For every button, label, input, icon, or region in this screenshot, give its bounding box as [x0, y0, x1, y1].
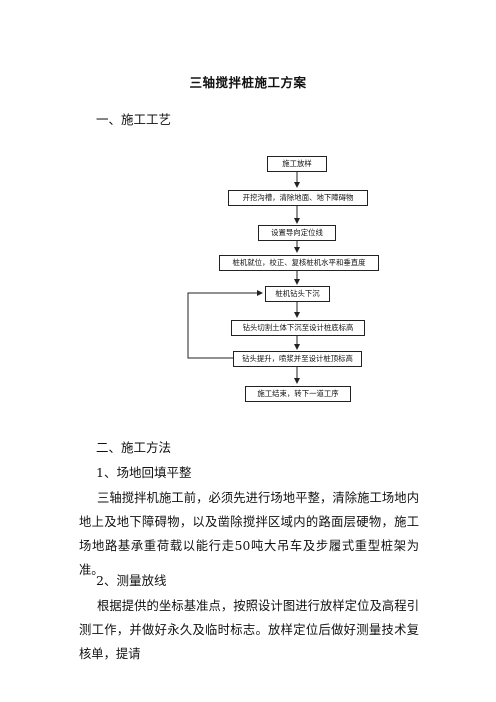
section-heading-process: 一、施工工艺 — [96, 112, 172, 127]
flow-step-1: 施工放样 — [267, 156, 327, 172]
paragraph-survey: 根据提供的坐标基准点，按照设计图进行放样定位及高程引测工作，并做好永久及临时标志… — [79, 599, 419, 661]
loop-back-arrow — [187, 290, 263, 359]
subheading-survey: 2、测量放线 — [96, 573, 167, 588]
subheading-site-leveling: 1、场地回填平整 — [96, 465, 192, 480]
flow-step-2: 开挖沟槽，清除地面、地下障碍物 — [228, 190, 368, 206]
flow-step-6: 钻头切割土体下沉至设计桩底标高 — [231, 320, 365, 336]
flow-step-5: 桩机钻头下沉 — [265, 286, 330, 302]
flow-step-4: 桩机就位，校正、复核桩机水平和垂直度 — [219, 255, 379, 271]
flow-step-3: 设置导向定位线 — [258, 225, 336, 241]
flow-step-8: 施工结束，转下一道工序 — [245, 386, 351, 402]
section-heading-method: 二、施工方法 — [96, 440, 172, 455]
document-title: 三轴搅拌桩施工方案 — [189, 75, 307, 90]
flow-step-7: 钻头提升，喷浆并至设计桩顶标高 — [233, 351, 362, 367]
paragraph-site-leveling: 三轴搅拌机施工前，必须先进行场地平整，清除施工场地内地上及地下障碍物，以及凿除搅… — [79, 491, 419, 577]
